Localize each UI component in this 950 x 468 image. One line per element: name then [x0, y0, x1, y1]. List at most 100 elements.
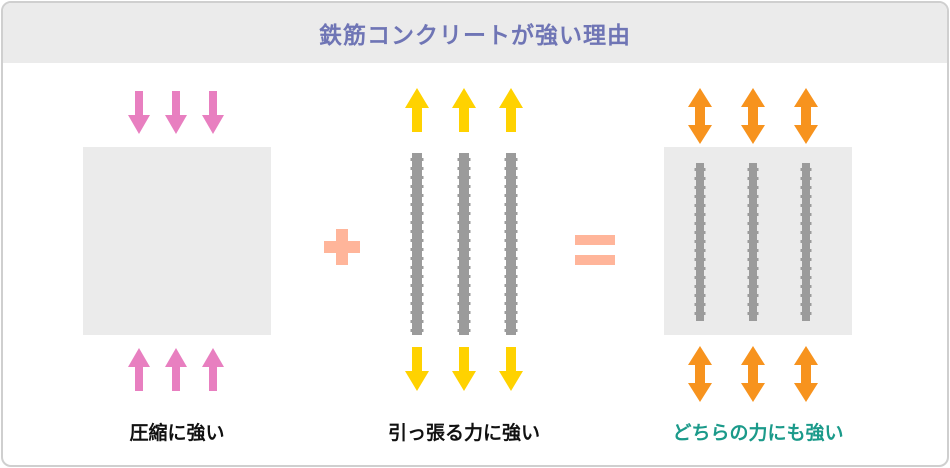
double-arrow-icon: [688, 346, 712, 402]
rebar-rib: [703, 294, 706, 297]
rebar-rib: [468, 212, 471, 215]
rebar-rib: [800, 303, 803, 306]
rebar-rib: [515, 293, 518, 296]
rebar-rib: [421, 329, 424, 332]
rebar-rib: [515, 221, 518, 224]
rebar-rib: [694, 177, 697, 180]
rebar-rib: [504, 167, 507, 170]
rebar-rib: [504, 212, 507, 215]
rebar-rib: [515, 167, 518, 170]
embedded-rebars: [694, 163, 812, 321]
rebar-rib: [747, 249, 750, 252]
rebar-rib: [747, 285, 750, 288]
rebar-rib: [694, 294, 697, 297]
rebar-rib: [703, 186, 706, 189]
rebar-rib: [800, 276, 803, 279]
rebar-rib: [410, 221, 413, 224]
rebar-rib: [703, 195, 706, 198]
rebar-rib: [747, 231, 750, 234]
rebar-rib: [703, 312, 706, 315]
rebar-rib: [694, 258, 697, 261]
rebar-rib: [515, 185, 518, 188]
rebar-rib: [703, 240, 706, 243]
rebar-rib: [410, 329, 413, 332]
rebar-rib: [703, 267, 706, 270]
rebar-rib: [800, 204, 803, 207]
rebar-rib: [457, 212, 460, 215]
rebar-rib: [504, 302, 507, 305]
double-arrow-icon: [794, 88, 818, 144]
concrete-caption: 圧縮に強い: [129, 422, 225, 444]
equals-sign: [575, 235, 615, 265]
rebar-rib: [800, 168, 803, 171]
rebar-rib: [515, 257, 518, 260]
rebar-rib: [504, 221, 507, 224]
rebar-rib: [800, 222, 803, 225]
double-arrows-bottom: [688, 346, 818, 402]
rebar-rib: [800, 267, 803, 270]
rebar-rib: [468, 320, 471, 323]
rebar-rib: [410, 266, 413, 269]
rebar-rib: [504, 248, 507, 251]
rebar-rib: [747, 204, 750, 207]
rebar-rib: [457, 266, 460, 269]
concrete-block: [83, 147, 271, 335]
double-arrow-icon: [794, 346, 818, 402]
rebar-rib: [694, 204, 697, 207]
rebar-rib: [747, 240, 750, 243]
equals-bar: [575, 235, 615, 245]
rebar-rib: [421, 302, 424, 305]
rebar-rib: [694, 312, 697, 315]
rebar: [749, 163, 757, 321]
rebar-rib: [756, 177, 759, 180]
rebar-rib: [504, 257, 507, 260]
rebar-rib: [756, 267, 759, 270]
tension-arrows-bottom: [405, 347, 523, 391]
rebar-rib: [410, 203, 413, 206]
reinforced-concrete-caption: どちらの力にも強い: [672, 422, 844, 444]
rebar-rib: [410, 275, 413, 278]
rebar-rib: [457, 329, 460, 332]
rebar-rib: [410, 230, 413, 233]
rebar-rib: [703, 168, 706, 171]
arrow-up-icon: [128, 348, 150, 391]
rebar: [696, 163, 704, 321]
rebar-rib: [421, 230, 424, 233]
rebar-rib: [410, 311, 413, 314]
rebar-rib: [457, 194, 460, 197]
rebar-rib: [457, 203, 460, 206]
arrow-down-icon: [128, 91, 150, 134]
rebar-rib: [809, 285, 812, 288]
rebar-rib: [515, 311, 518, 314]
rebar-rib: [515, 275, 518, 278]
rebar-rib: [504, 239, 507, 242]
rebar-rib: [421, 194, 424, 197]
rebar-rib: [421, 185, 424, 188]
rebar-rib: [421, 257, 424, 260]
rebar-rib: [421, 212, 424, 215]
rebar-rib: [457, 239, 460, 242]
rebar-rib: [703, 285, 706, 288]
rebar-rib: [747, 258, 750, 261]
rebar-rib: [457, 185, 460, 188]
rebar-rib: [468, 230, 471, 233]
rebar-caption: 引っ張る力に強い: [387, 422, 540, 444]
rebar-rib: [504, 203, 507, 206]
rebar-rib: [703, 258, 706, 261]
rebar-rib: [800, 258, 803, 261]
rebar-rib: [809, 267, 812, 270]
rebar-rib: [457, 176, 460, 179]
rebar: [459, 153, 469, 335]
tension-arrows-top: [405, 88, 523, 132]
rebar-rib: [800, 186, 803, 189]
rebar-rib: [756, 276, 759, 279]
rebar-rib: [809, 258, 812, 261]
rebar-rib: [694, 195, 697, 198]
rebar-rib: [421, 158, 424, 161]
rebar-rib: [756, 222, 759, 225]
rebar-rib: [421, 248, 424, 251]
rebar-panel: [405, 88, 523, 391]
rebar-rib: [515, 239, 518, 242]
rebar-rib: [800, 294, 803, 297]
arrow-down-icon: [202, 91, 224, 134]
